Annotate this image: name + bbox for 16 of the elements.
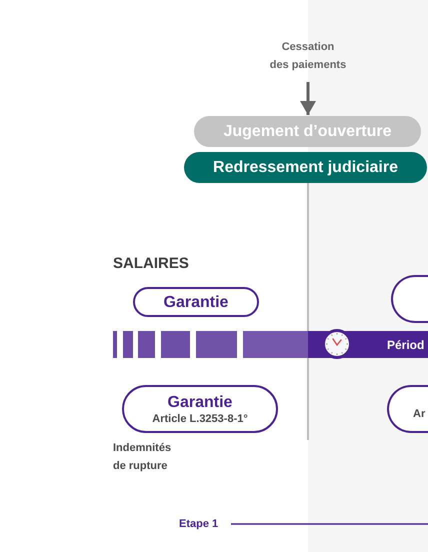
step-label: Etape 1: [179, 517, 218, 532]
pill-title: Jugement d’ouverture: [223, 122, 392, 141]
pill-subtitle: Article L.3253-8-1°: [152, 412, 248, 426]
pill-title: Garantie: [164, 292, 228, 312]
filled-pill: [184, 152, 427, 183]
outlined-pill: [133, 287, 259, 317]
pill-subtitle: Ar: [413, 408, 426, 421]
filled-pill: [194, 116, 421, 147]
section-heading: SALAIRES: [113, 255, 189, 273]
pill-title: Redressement judiciaire: [213, 158, 398, 177]
event-label: Cessation des paiements: [256, 38, 360, 74]
arrow: [300, 82, 316, 115]
outlined-pill: [122, 385, 278, 433]
row-label: Indemnités de rupture: [113, 441, 172, 474]
bar-label: Périod: [387, 338, 424, 352]
pill-title: Garantie: [168, 392, 232, 412]
